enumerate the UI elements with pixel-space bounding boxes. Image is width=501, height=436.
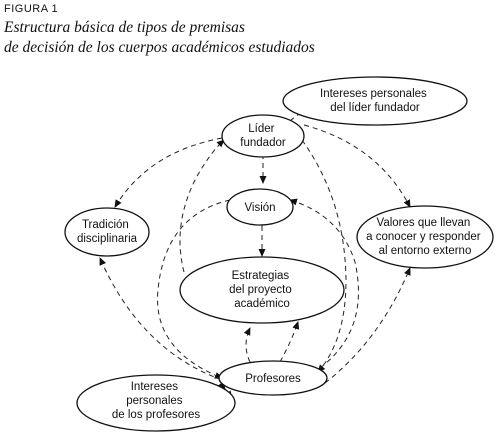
node-profesores: Profesores (218, 360, 328, 396)
edge-profesores-valores (324, 267, 411, 384)
intereses-lider-line-1: Intereses personales (320, 88, 427, 100)
svg-text:Valores que llevan a con: Valores que llevan a conocer y responder… (366, 217, 484, 257)
node-intereses-prof: Intereses personales de los profesores (76, 374, 236, 432)
svg-text:Intereses personales del: Intereses personales del líder fundador (320, 88, 430, 114)
figure-title-line-1: Estructura básica de tipos de premisas (4, 19, 245, 36)
node-tradicion: Tradición disciplinaria (64, 207, 150, 257)
estrategias-line-1: Estrategias (232, 270, 290, 282)
tradicion-line-2: disciplinaria (77, 233, 138, 245)
valores-line-3: al entorno externo (379, 245, 472, 257)
node-valores: Valores que llevan a conocer y responder… (356, 205, 494, 269)
estrategias-line-2: del proyecto (229, 284, 292, 296)
edge-profesores-estrategias-right (279, 321, 300, 363)
svg-text:Estrategias del proyecto: Estrategias del proyecto académico (229, 270, 295, 310)
valores-line-2: a conocer y responder (366, 231, 481, 243)
lider-line-1: Líder (248, 123, 274, 135)
svg-text:Líder fundador: Líder fundador (240, 123, 286, 149)
edge-lider-profesores-right (301, 139, 347, 373)
svg-text:Tradición disciplinaria: Tradición disciplinaria (77, 219, 138, 245)
edge-vision-profesores-left (157, 199, 231, 379)
valores-line-1: Valores que llevan (377, 217, 471, 229)
figure-title: Estructura básica de tipos de premisas d… (4, 18, 494, 58)
node-lider: Líder fundador (221, 114, 305, 158)
edge-lider-valores (303, 124, 411, 208)
node-estrategias: Estrategias del proyecto académico (179, 256, 345, 324)
svg-text:Visión: Visión (244, 202, 275, 214)
profesores-line-1: Profesores (245, 373, 301, 385)
edge-lider-tradicion (114, 137, 223, 208)
svg-text:Profesores: Profesores (245, 373, 301, 385)
edge-profesores-vision-right (289, 198, 359, 369)
edge-profesores-estrategias-left (243, 327, 251, 363)
estrategias-line-3: académico (234, 298, 290, 310)
vision-line-1: Visión (244, 202, 275, 214)
svg-text:Intereses personales: Intereses personales de los profesores (112, 381, 200, 421)
tradicion-line-1: Tradición (82, 219, 129, 231)
figure-label: FIGURA 1 (4, 3, 59, 15)
intereses-prof-line-1: Intereses (131, 381, 179, 393)
edge-estrategias-lider (179, 139, 225, 273)
node-vision: Visión (226, 188, 294, 226)
lider-line-2: fundador (240, 137, 286, 149)
figure-title-line-2: de decisión de los cuerpos académicos es… (4, 39, 315, 56)
intereses-prof-line-3: de los profesores (112, 409, 200, 421)
edge-profesores-tradicion (99, 257, 223, 381)
intereses-prof-line-2: personales (126, 395, 183, 407)
intereses-lider-line-2: del líder fundador (330, 102, 420, 114)
node-intereses-lider: Intereses personales del líder fundador (282, 76, 468, 126)
